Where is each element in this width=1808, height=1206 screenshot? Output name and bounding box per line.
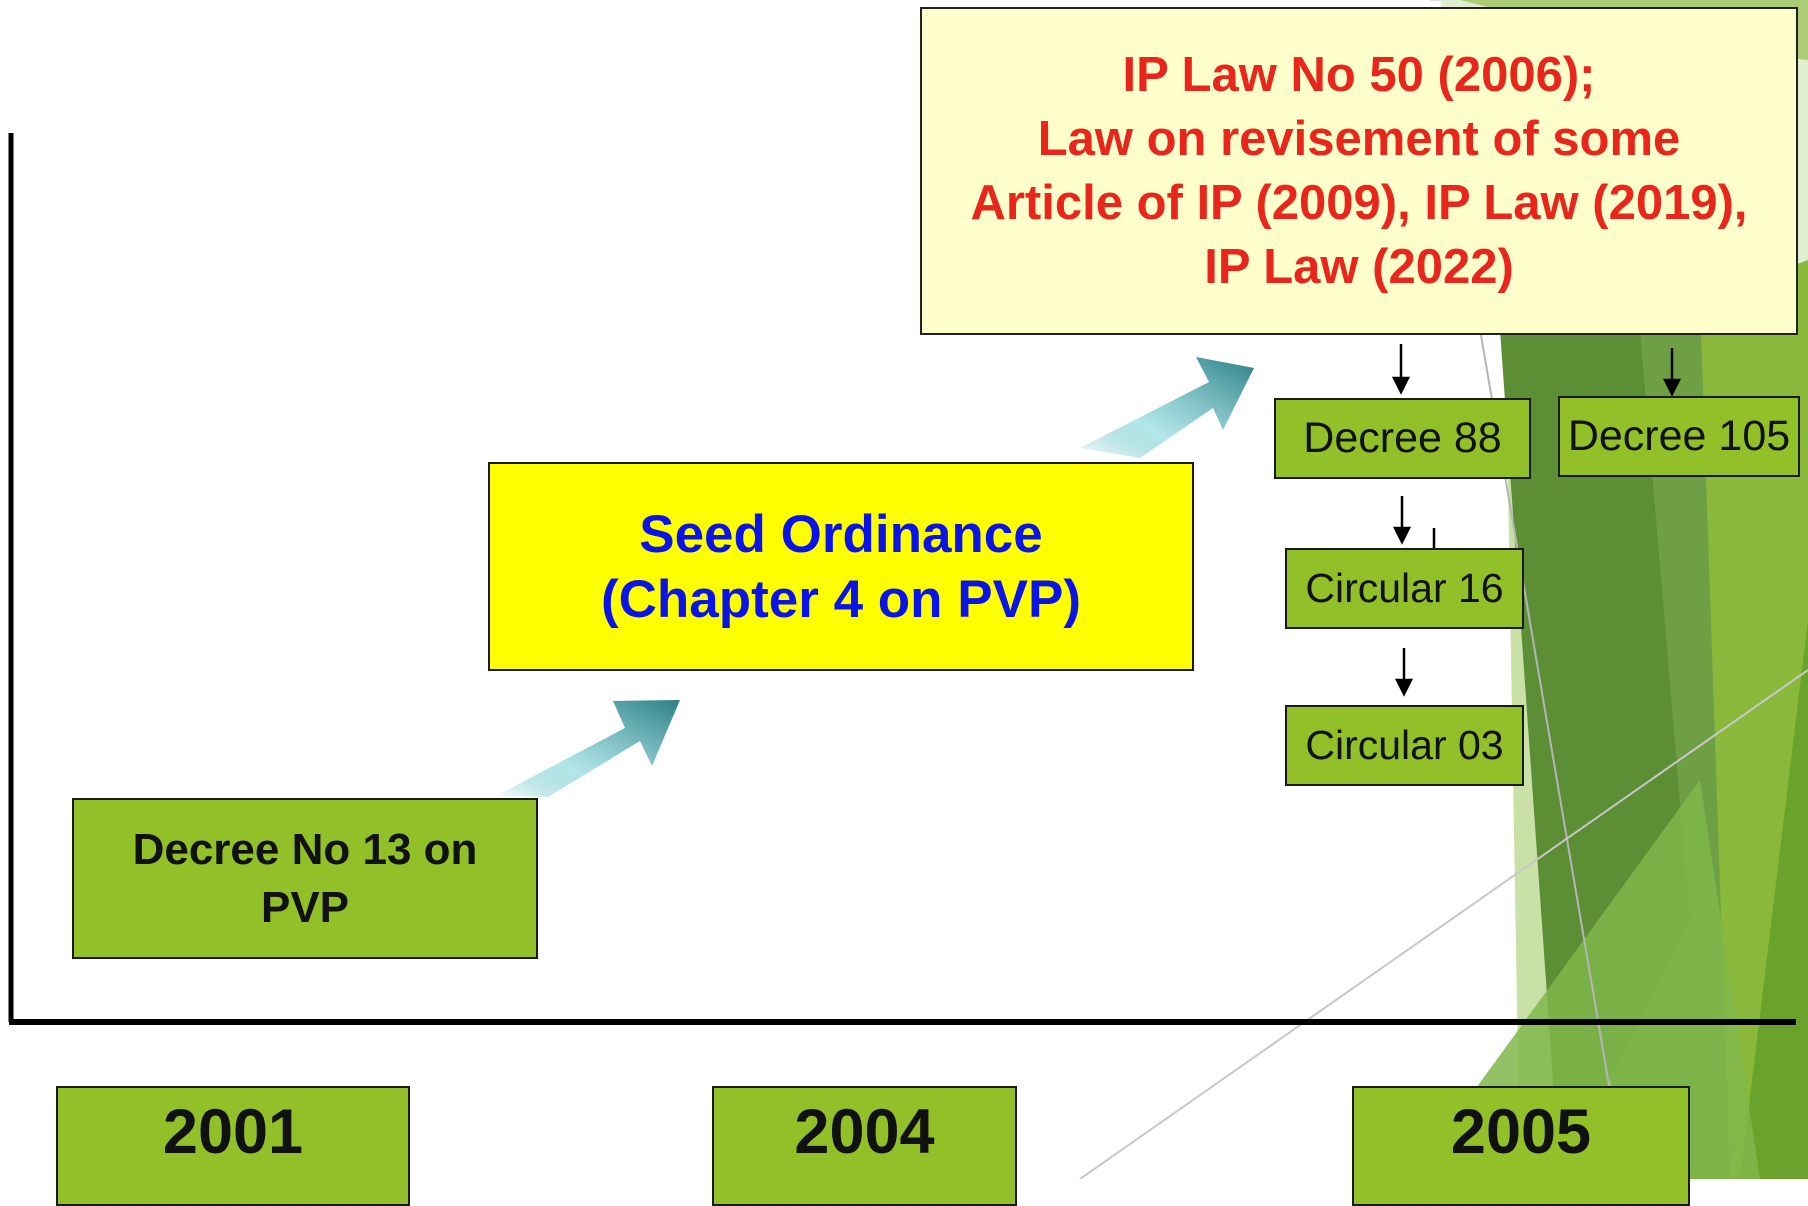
year-2004-box: 2004 (712, 1086, 1017, 1206)
decree-88-label: Decree 88 (1303, 414, 1502, 462)
decree-105-label: Decree 105 (1567, 412, 1791, 460)
year-label: 2001 (162, 1097, 304, 1167)
year-label: 2005 (1450, 1097, 1592, 1167)
circular-03-label: Circular 03 (1305, 722, 1504, 768)
progress-arrow-icon (1080, 357, 1254, 458)
circular-16-box: Circular 16 (1285, 548, 1524, 629)
progress-arrow-icon (496, 700, 680, 797)
decree-13-box: Decree No 13 on PVP (72, 798, 538, 959)
circular-16-label: Circular 16 (1305, 565, 1504, 611)
ip-law-box: IP Law No 50 (2006); Law on revisement o… (920, 7, 1798, 335)
seed-ordinance-box: Seed Ordinance (Chapter 4 on PVP) (488, 462, 1194, 671)
ip-law-text: IP Law No 50 (2006); Law on revisement o… (970, 48, 1748, 294)
decree-13-text: Decree No 13 on PVP (132, 824, 478, 932)
decree-88-box: Decree 88 (1274, 398, 1531, 479)
year-2005-box: 2005 (1352, 1086, 1690, 1206)
year-2001-box: 2001 (56, 1086, 410, 1206)
circular-03-box: Circular 03 (1285, 705, 1524, 786)
year-label: 2004 (794, 1097, 935, 1167)
seed-ordinance-text: Seed Ordinance (Chapter 4 on PVP) (600, 504, 1081, 629)
decree-105-box: Decree 105 (1558, 396, 1800, 477)
